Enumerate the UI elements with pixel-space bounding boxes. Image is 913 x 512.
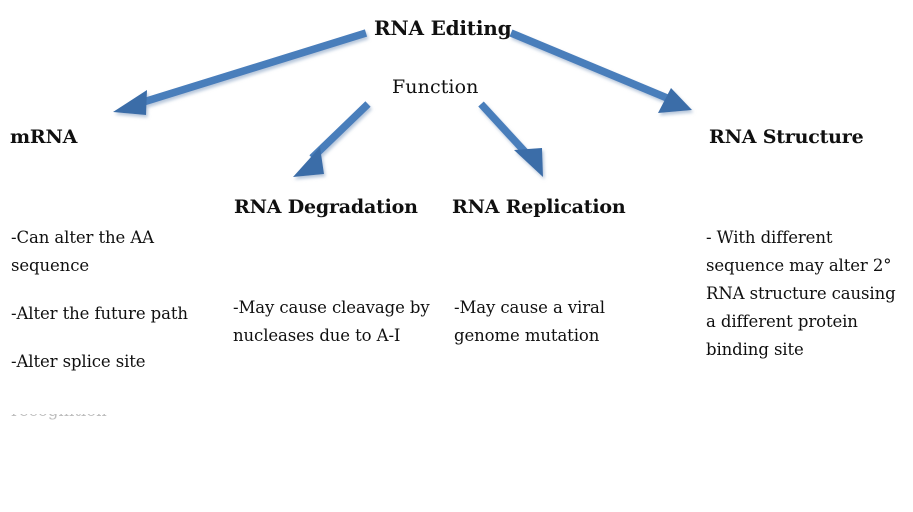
detail-item: -May cause cleavage by nucleases due to … xyxy=(233,298,430,345)
branch-details-rna-degradation: -May cause cleavage by nucleases due to … xyxy=(233,294,438,350)
arrow-to-rna-degradation xyxy=(293,101,371,177)
arrow-to-rna-structure xyxy=(509,29,692,113)
page-title: RNA Editing xyxy=(374,16,512,40)
clipped-detail-item: recognition xyxy=(11,414,221,424)
function-label: Function xyxy=(392,76,479,98)
branch-details-rna-structure: - With different sequence may alter 2° R… xyxy=(706,224,906,364)
branch-details-rna-replication: -May cause a viral genome mutation xyxy=(454,294,654,350)
arrow-to-rna-replication xyxy=(478,101,543,177)
branch-title-rna-replication: RNA Replication xyxy=(452,196,626,218)
branch-details-mrna: -Can alter the AA sequence -Alter the fu… xyxy=(11,224,221,376)
clipped-detail-text: recognition xyxy=(11,414,221,424)
detail-item: -Can alter the AA sequence xyxy=(11,228,154,275)
branch-title-rna-degradation: RNA Degradation xyxy=(234,196,418,218)
detail-item: - With different sequence may alter 2° R… xyxy=(706,228,896,359)
detail-item: -May cause a viral genome mutation xyxy=(454,298,605,345)
branch-title-rna-structure: RNA Structure xyxy=(709,126,864,148)
detail-item: -Alter splice site xyxy=(11,352,146,371)
detail-item: -Alter the future path xyxy=(11,304,188,323)
arrow-to-mrna xyxy=(113,29,368,115)
branch-title-mrna: mRNA xyxy=(10,126,78,148)
